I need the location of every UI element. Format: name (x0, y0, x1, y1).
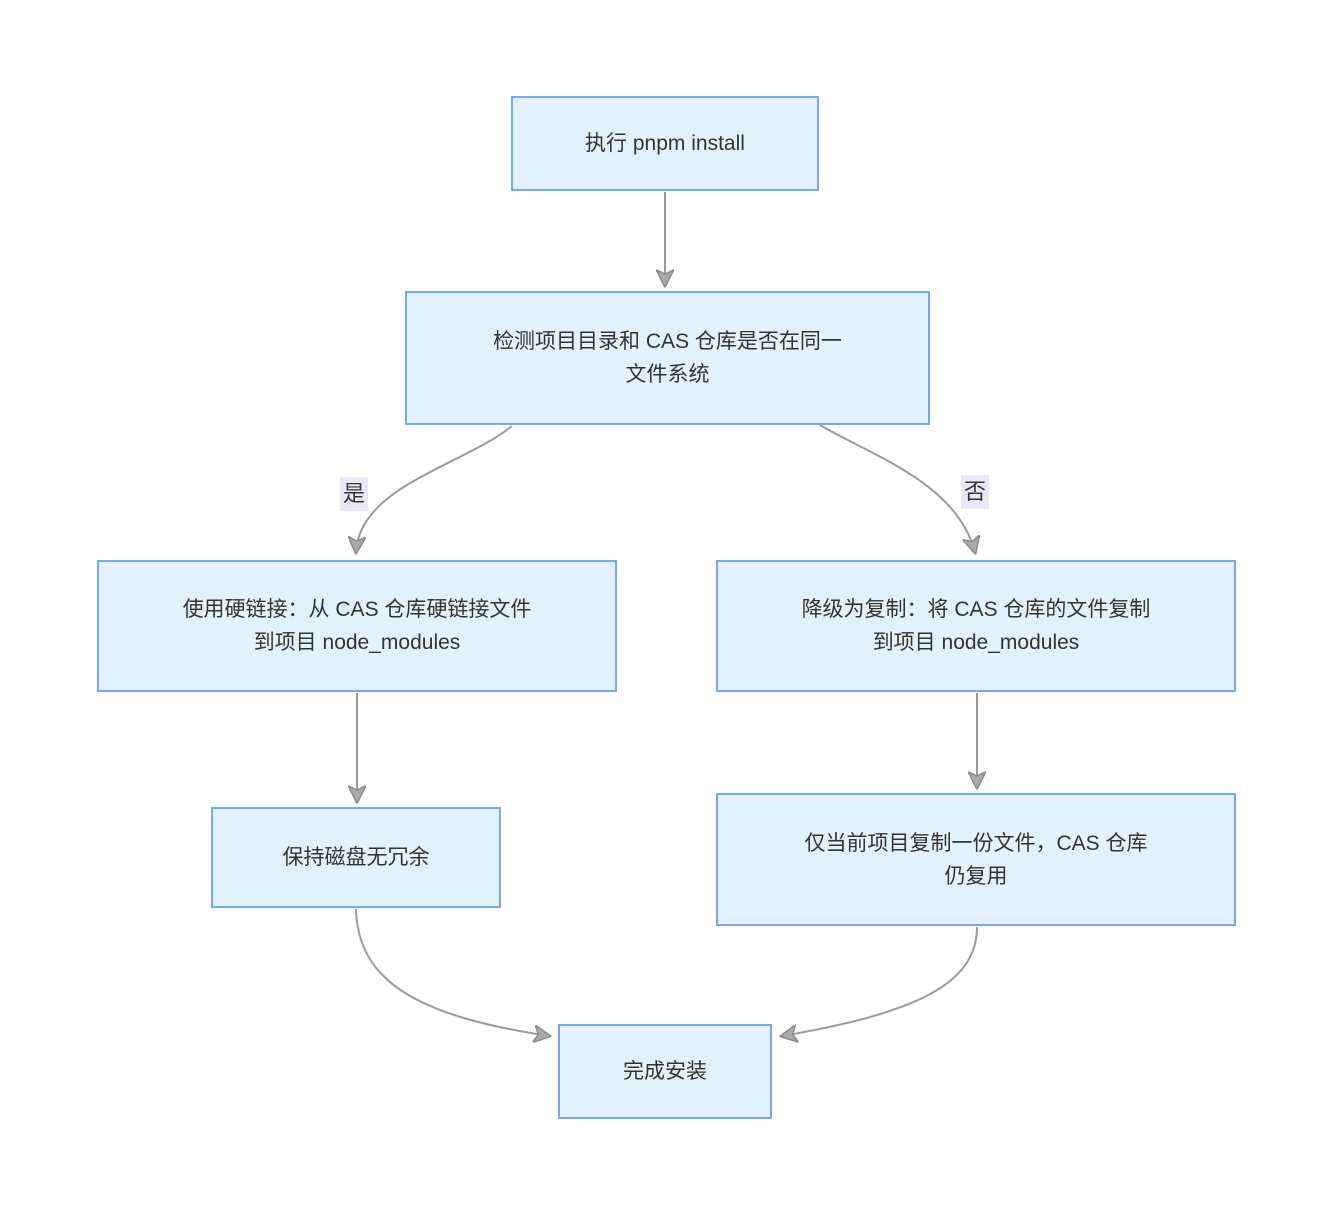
edge-label-yes: 是 (339, 477, 369, 511)
node-run-pnpm-install: 执行 pnpm install (511, 96, 819, 191)
node-single-copy-cas-reuse: 仅当前项目复制一份文件，CAS 仓库 仍复用 (716, 793, 1236, 926)
edge-check-to-copy-no (819, 424, 975, 552)
edge-label-no: 否 (960, 475, 990, 509)
node-install-complete: 完成安装 (558, 1024, 772, 1119)
edge-single-copy-to-complete (782, 926, 978, 1036)
node-fallback-copy: 降级为复制：将 CAS 仓库的文件复制 到项目 node_modules (716, 560, 1236, 692)
edge-check-to-hardlink-yes (356, 425, 513, 552)
node-disk-no-redundancy: 保持磁盘无冗余 (211, 807, 501, 908)
edge-no-redundancy-to-complete (355, 908, 549, 1036)
node-check-same-filesystem: 检测项目目录和 CAS 仓库是否在同一 文件系统 (405, 291, 930, 425)
node-use-hardlink: 使用硬链接：从 CAS 仓库硬链接文件 到项目 node_modules (97, 560, 617, 692)
